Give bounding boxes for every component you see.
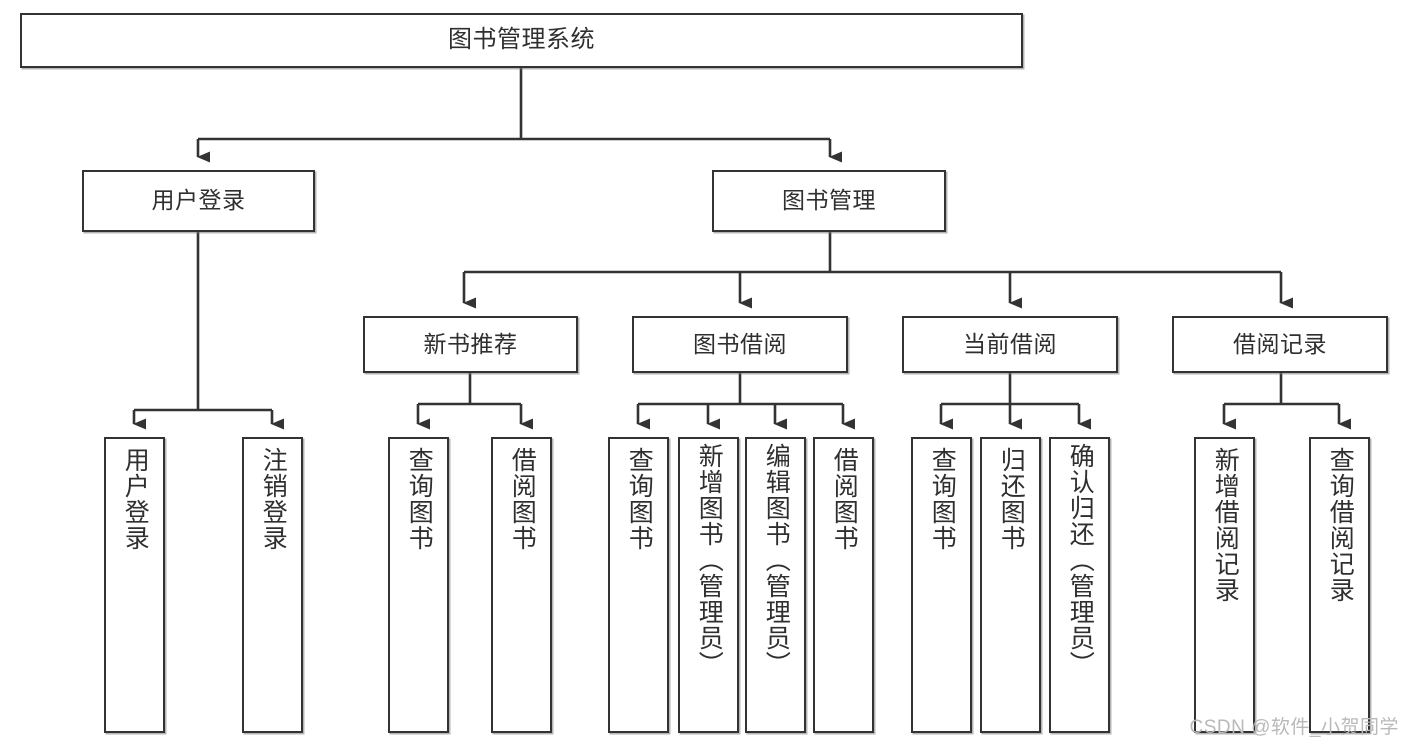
leaf-add-book[interactable]: 新增图书（管理员） xyxy=(678,437,739,733)
node-label: 用户登录 xyxy=(151,187,246,214)
node-current-borrow[interactable]: 当前借阅 xyxy=(902,316,1118,373)
leaf-user-login[interactable]: 用户登录 xyxy=(104,437,165,733)
node-borrow-record[interactable]: 借阅记录 xyxy=(1172,316,1388,373)
node-label: 编辑图书（管理员） xyxy=(762,443,791,677)
node-label: 新增借阅记录 xyxy=(1211,447,1240,603)
leaf-query-record[interactable]: 查询借阅记录 xyxy=(1309,437,1370,733)
node-label: 查询图书 xyxy=(928,447,957,551)
node-label: 图书借阅 xyxy=(693,330,787,357)
node-user-login[interactable]: 用户登录 xyxy=(82,170,315,232)
leaf-edit-book[interactable]: 编辑图书（管理员） xyxy=(745,437,806,733)
node-label: 图书管理 xyxy=(782,187,876,214)
node-label: 新书推荐 xyxy=(423,330,518,357)
node-label: 归还图书 xyxy=(997,447,1026,551)
node-label: 借阅记录 xyxy=(1233,330,1327,357)
leaf-borrow-book-1[interactable]: 借阅图书 xyxy=(491,437,552,733)
node-new-book-recommend[interactable]: 新书推荐 xyxy=(363,316,578,373)
leaf-borrow-book-2[interactable]: 借阅图书 xyxy=(813,437,874,733)
node-label: 当前借阅 xyxy=(963,330,1057,357)
node-book-management[interactable]: 图书管理 xyxy=(712,170,946,232)
node-book-borrow[interactable]: 图书借阅 xyxy=(632,316,848,373)
node-label: 借阅图书 xyxy=(830,447,859,551)
csdn-watermark: CSDN @软件_小贺同学 xyxy=(1189,717,1399,738)
node-label: 查询图书 xyxy=(625,447,654,551)
leaf-query-book-1[interactable]: 查询图书 xyxy=(388,437,449,733)
leaf-query-book-3[interactable]: 查询图书 xyxy=(911,437,972,733)
node-label: 查询借阅记录 xyxy=(1326,447,1355,603)
leaf-return-book[interactable]: 归还图书 xyxy=(980,437,1041,733)
leaf-logout-login[interactable]: 注销登录 xyxy=(242,437,303,733)
leaf-add-record[interactable]: 新增借阅记录 xyxy=(1194,437,1255,733)
node-label: 用户登录 xyxy=(121,447,150,551)
leaf-confirm-return[interactable]: 确认归还（管理员） xyxy=(1049,437,1110,733)
node-label: 注销登录 xyxy=(259,447,288,551)
leaf-query-book-2[interactable]: 查询图书 xyxy=(608,437,669,733)
node-label: 查询图书 xyxy=(405,447,434,551)
node-label: 图书管理系统 xyxy=(448,26,595,54)
node-root-library-system[interactable]: 图书管理系统 xyxy=(20,13,1023,68)
node-label: 确认归还（管理员） xyxy=(1066,443,1095,677)
node-label: 借阅图书 xyxy=(508,447,537,551)
node-label: 新增图书（管理员） xyxy=(695,443,724,677)
